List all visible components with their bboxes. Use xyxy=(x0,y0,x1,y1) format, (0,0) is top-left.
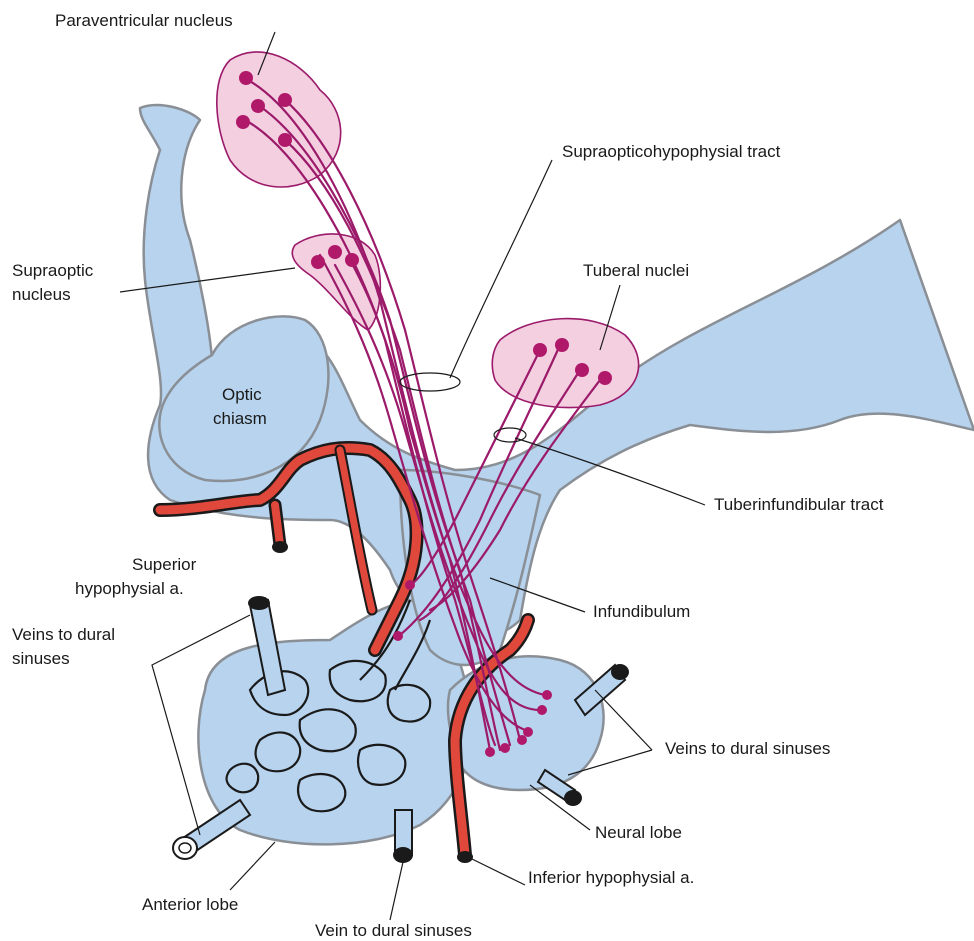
label-tuberal: Tuberal nuclei xyxy=(583,261,689,280)
label-vein-bottom: Vein to dural sinuses xyxy=(315,921,472,940)
label-superior-1: Superior xyxy=(132,555,197,574)
label-veins-right: Veins to dural sinuses xyxy=(665,739,830,758)
label-infundibulum: Infundibulum xyxy=(593,602,690,621)
label-optic-2: chiasm xyxy=(213,409,267,428)
label-neural-lobe: Neural lobe xyxy=(595,823,682,842)
label-anterior-lobe: Anterior lobe xyxy=(142,895,238,914)
label-veins-left-2: sinuses xyxy=(12,649,70,668)
label-paraventricular: Paraventricular nucleus xyxy=(55,11,233,30)
label-supraoptic-2: nucleus xyxy=(12,285,71,304)
label-supraopticohypophysial: Supraopticohypophysial tract xyxy=(562,142,781,161)
neural-lobe xyxy=(448,656,604,790)
label-inferior: Inferior hypophysial a. xyxy=(528,868,694,887)
label-tuberinfundibular: Tuberinfundibular tract xyxy=(714,495,884,514)
label-superior-2: hypophysial a. xyxy=(75,579,184,598)
label-optic-1: Optic xyxy=(222,385,262,404)
label-veins-left-1: Veins to dural xyxy=(12,625,115,644)
paraventricular-nucleus xyxy=(217,52,341,187)
label-supraoptic-1: Supraoptic xyxy=(12,261,94,280)
